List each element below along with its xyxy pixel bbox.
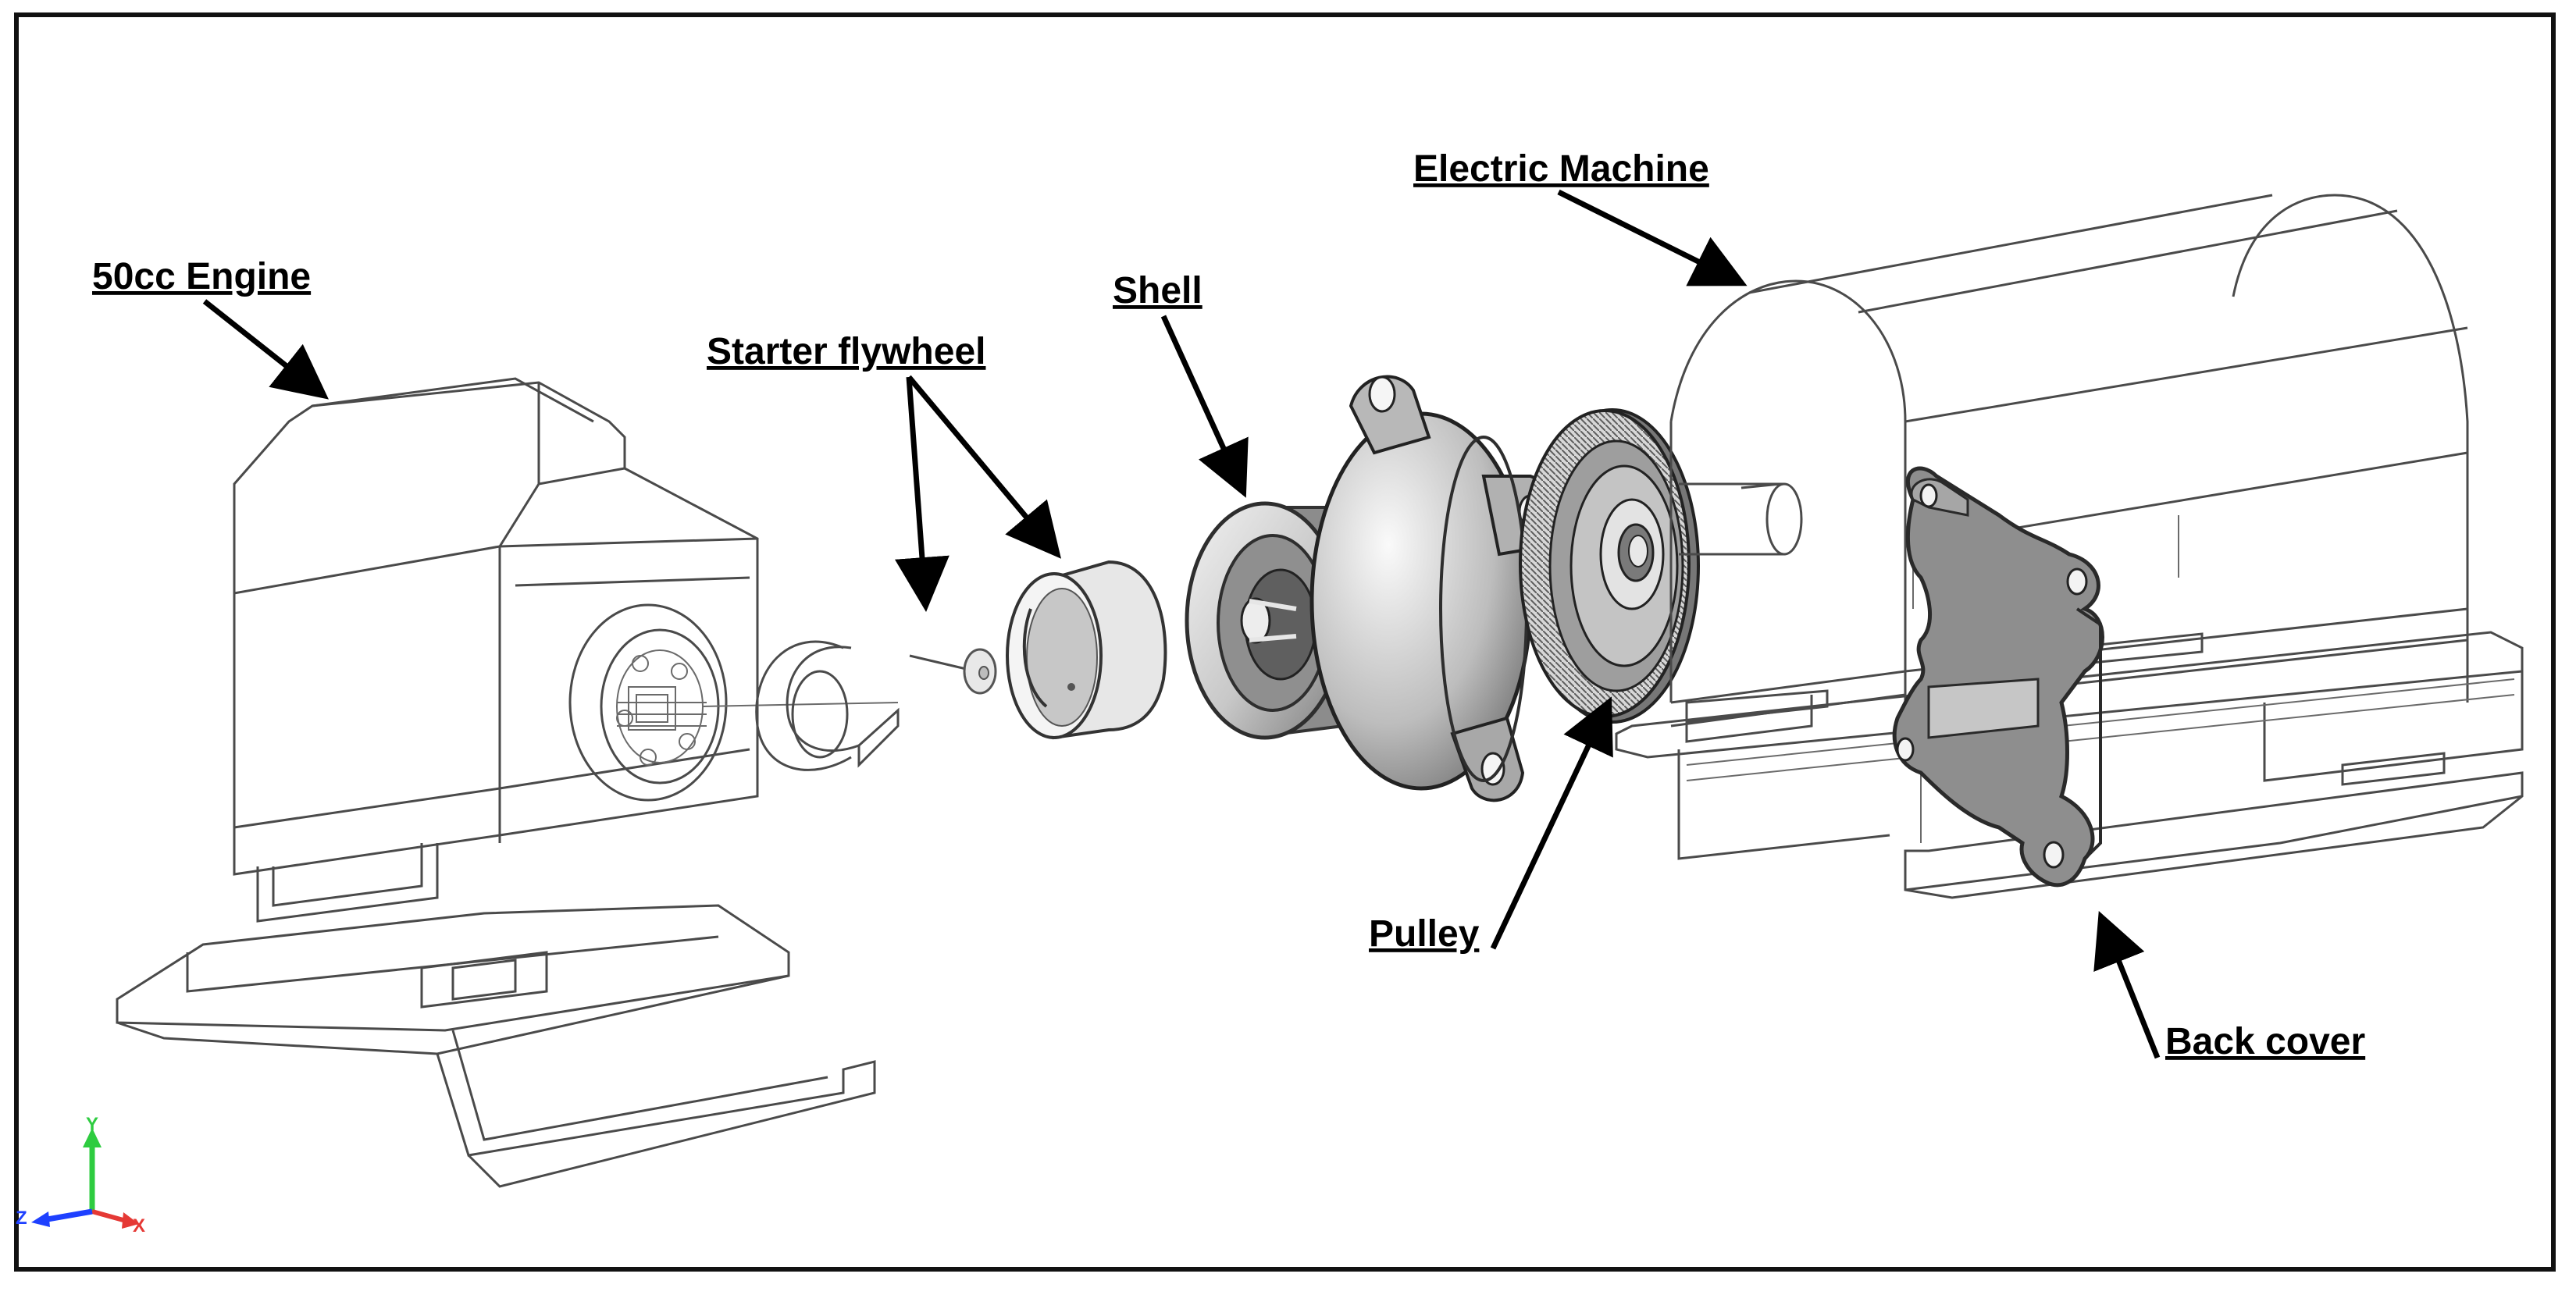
pulley-gear: [1519, 408, 1700, 724]
electric-machine-wireframe: [1615, 194, 2524, 899]
label-pulley: Pulley: [1369, 913, 1480, 955]
pulley-arrow: [1490, 696, 1613, 950]
flywheel-arrow-1: [895, 376, 950, 612]
label-shell: Shell: [1113, 270, 1202, 311]
label-back-cover: Back cover: [2165, 1021, 2365, 1062]
label-electric-machine: Electric Machine: [1413, 148, 1709, 190]
flywheel-arrow-2: [907, 375, 1061, 559]
label-starter-flywheel: Starter flywheel: [707, 331, 985, 372]
shell-assembly: [1185, 375, 1556, 802]
engine-coil-detail: [616, 655, 707, 766]
back-cover-arrow: [2093, 911, 2161, 1059]
axis-label-x: X: [133, 1215, 145, 1236]
back-cover-plate: [1892, 466, 2104, 888]
callout-arrows: [202, 189, 2161, 1059]
shell-arrow: [1160, 315, 1249, 498]
electric-machine-arrow: [1557, 189, 1748, 286]
starter-recoil-ring: [755, 640, 900, 771]
engine-wireframe: [116, 377, 899, 1188]
starter-pin: [909, 648, 997, 695]
axis-label-y: Y: [86, 1114, 98, 1135]
axis-label-z: Z: [16, 1208, 27, 1229]
label-50cc-engine: 50cc Engine: [92, 256, 311, 297]
starter-flywheel-cup: [1006, 560, 1167, 740]
z-axis-icon: [42, 1208, 93, 1223]
engine-arrow: [202, 299, 329, 400]
axis-triad: Y X Z: [16, 1114, 145, 1236]
